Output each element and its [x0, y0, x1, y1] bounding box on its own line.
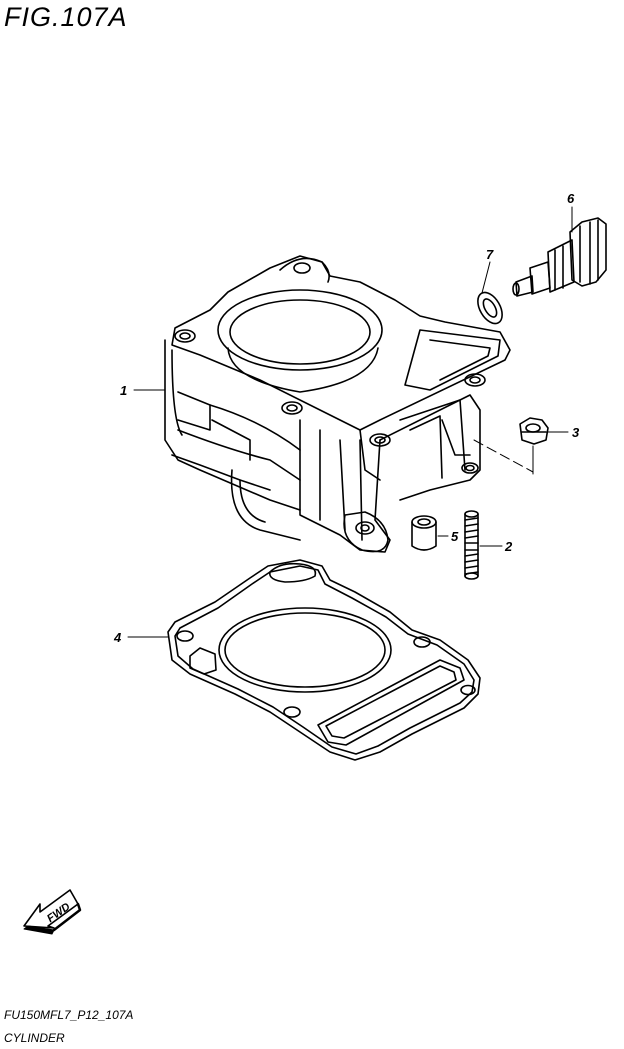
- callout-4: 4: [113, 630, 122, 645]
- cylinder-part[interactable]: [164, 255, 511, 553]
- callout-1: 1: [120, 383, 127, 398]
- callout-2: 2: [504, 539, 513, 554]
- stud-bolt-part[interactable]: [464, 510, 479, 580]
- dowel-pin-part[interactable]: [411, 515, 437, 551]
- figure-title: FIG.107A: [4, 2, 128, 32]
- figure-code: FU150MFL7_P12_107A: [4, 1008, 134, 1022]
- nut-part[interactable]: [519, 417, 549, 445]
- callout-6: 6: [567, 191, 575, 206]
- figure-name: CYLINDER: [4, 1031, 65, 1045]
- callout-5: 5: [451, 529, 459, 544]
- washer-part[interactable]: [473, 288, 507, 327]
- gasket-part[interactable]: [167, 559, 481, 761]
- temperature-sensor-part[interactable]: [512, 217, 607, 297]
- fwd-arrow-icon: FWD: [23, 889, 82, 935]
- callout-7: 7: [486, 247, 494, 262]
- callout-3: 3: [572, 425, 580, 440]
